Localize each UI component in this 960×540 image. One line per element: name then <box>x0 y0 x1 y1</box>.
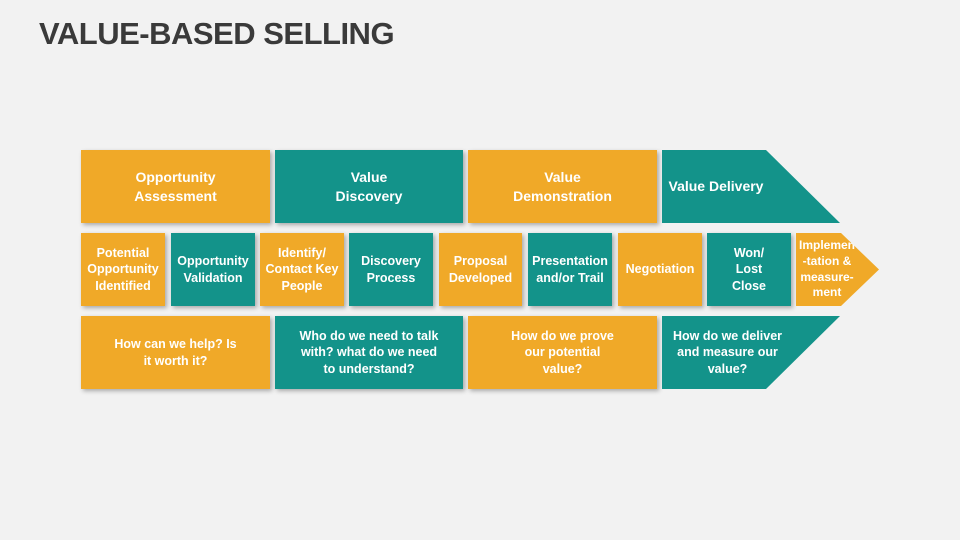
step-9-arrow: Implemen -tation & measure- ment <box>796 233 879 306</box>
step-label: Won/ Lost Close <box>731 246 767 293</box>
step-label: Identify/ Contact Key People <box>265 246 339 293</box>
question-value-demonstration: How do we prove our potential value? <box>468 316 657 389</box>
step-label: Opportunity Validation <box>177 254 249 285</box>
step-label: Discovery Process <box>361 254 421 285</box>
stage-opportunity-assessment: Opportunity Assessment <box>81 150 270 223</box>
step-2: Opportunity Validation <box>171 233 255 306</box>
stage-value-delivery: Value Delivery <box>662 150 840 223</box>
step-label: Implemen -tation & measure- ment <box>798 238 855 300</box>
step-5: Proposal Developed <box>439 233 522 306</box>
step-4: Discovery Process <box>349 233 433 306</box>
question-text: Who do we need to talk with? what do we … <box>299 329 439 376</box>
question-opportunity-assessment: How can we help? Is it worth it? <box>81 316 270 389</box>
step-6: Presentation and/or Trail <box>528 233 612 306</box>
stage-label: Value Demonstration <box>513 169 612 204</box>
stage-label: Value Delivery <box>668 178 764 195</box>
step-label: Potential Opportunity Identified <box>87 246 159 293</box>
question-text: How do we prove our potential value? <box>511 329 614 376</box>
question-value-delivery: How do we deliver and measure our value? <box>662 316 840 389</box>
stage-label: Value Discovery <box>335 169 403 204</box>
stage-value-demonstration: Value Demonstration <box>468 150 657 223</box>
page-title: VALUE-BASED SELLING <box>39 16 395 51</box>
question-text: How do we deliver and measure our value? <box>672 329 783 376</box>
question-value-discovery: Who do we need to talk with? what do we … <box>275 316 463 389</box>
step-label: Presentation and/or Trail <box>532 254 608 285</box>
step-8: Won/ Lost Close <box>707 233 791 306</box>
step-1: Potential Opportunity Identified <box>81 233 165 306</box>
step-3: Identify/ Contact Key People <box>260 233 344 306</box>
step-label: Proposal Developed <box>448 254 513 285</box>
step-7: Negotiation <box>618 233 702 306</box>
stage-label: Opportunity Assessment <box>134 169 217 204</box>
step-label: Negotiation <box>625 262 695 277</box>
question-text: How can we help? Is it worth it? <box>114 337 237 368</box>
stage-value-discovery: Value Discovery <box>275 150 463 223</box>
